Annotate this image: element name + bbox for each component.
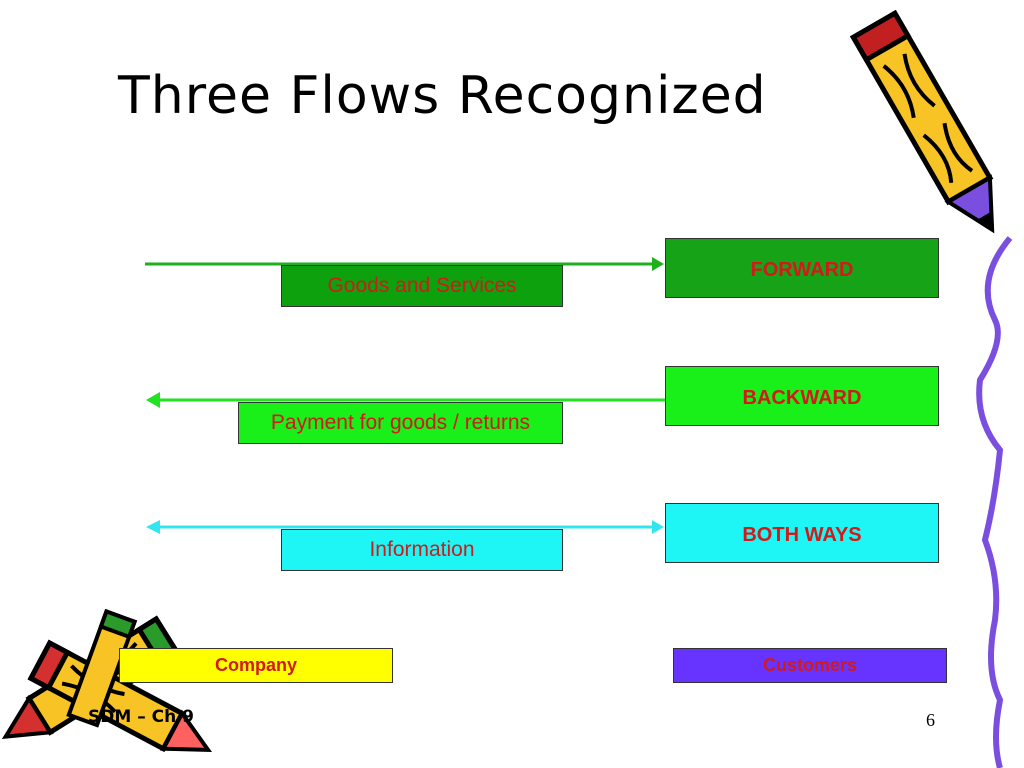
information-label: Information (281, 529, 563, 571)
page-number: 6 (926, 710, 935, 730)
customers-box: Customers (673, 648, 947, 683)
company-box: Company (119, 648, 393, 683)
backward-box: BACKWARD (665, 366, 939, 426)
both-ways-box: BOTH WAYS (665, 503, 939, 563)
backward-arrow-head-icon (146, 392, 160, 408)
payment-label: Payment for goods / returns (238, 402, 563, 444)
footer-course-label: SDM – Ch 9 (88, 707, 194, 727)
both-ways-left-head-icon (146, 520, 160, 534)
slide-title: Three Flows Recognized (118, 66, 767, 126)
both-ways-right-head-icon (652, 520, 664, 534)
goods-and-services-label: Goods and Services (281, 265, 563, 307)
forward-box: FORWARD (665, 238, 939, 298)
forward-arrow-head-icon (652, 257, 664, 271)
